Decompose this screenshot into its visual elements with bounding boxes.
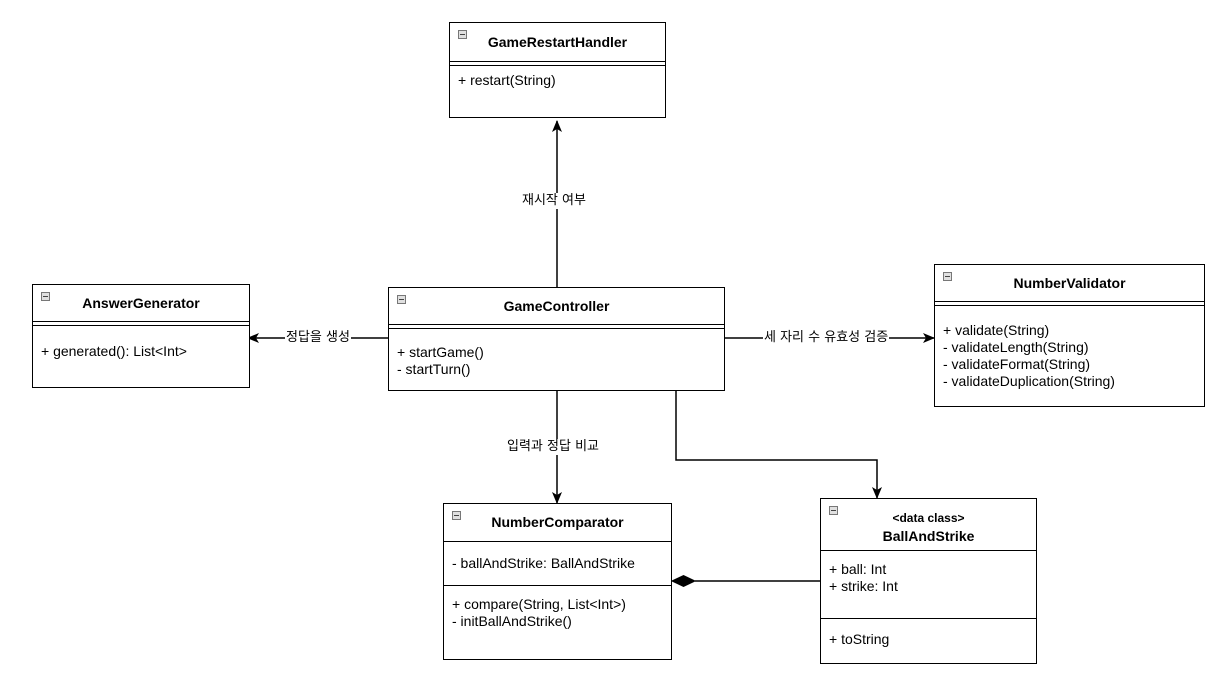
collapse-icon[interactable] — [452, 511, 461, 520]
methods-divider — [444, 585, 671, 586]
class-ball-and-strike[interactable]: <data class> BallAndStrike + ball: Int +… — [820, 498, 1037, 664]
edge-controller-to-ball-and-strike — [675, 391, 882, 499]
method-item: - validateLength(String) — [943, 339, 1089, 355]
method-item: - validateDuplication(String) — [943, 373, 1115, 389]
methods-section: + validate(String) - validateLength(Stri… — [935, 306, 1204, 390]
methods-section: + startGame() - startTurn() — [389, 329, 724, 378]
methods-section: + generated(): List<Int> — [33, 326, 249, 360]
edge-label-compare: 입력과 정답 비교 — [506, 439, 600, 455]
method-item: + compare(String, List<Int>) — [452, 596, 626, 612]
class-name: BallAndStrike — [882, 528, 975, 544]
field-item: + ball: Int — [829, 561, 887, 577]
method-item: - startTurn() — [397, 361, 471, 377]
fields-section: + ball: Int + strike: Int — [821, 551, 1036, 618]
methods-section: + restart(String) — [450, 66, 665, 89]
class-game-restart-handler[interactable]: GameRestartHandler + restart(String) — [449, 22, 666, 118]
methods-divider — [821, 618, 1036, 619]
method-item: - validateFormat(String) — [943, 356, 1091, 372]
collapse-icon[interactable] — [829, 506, 838, 515]
method-item: + toString — [829, 631, 890, 647]
method-item: + generated(): List<Int> — [41, 343, 187, 359]
field-item: + strike: Int — [829, 578, 898, 594]
class-name: GameRestartHandler — [487, 34, 628, 50]
collapse-icon[interactable] — [397, 295, 406, 304]
stereotype-label: <data class> — [892, 511, 965, 525]
field-item: - ballAndStrike: BallAndStrike — [452, 555, 635, 571]
methods-section: + toString — [821, 619, 1036, 648]
edge-label-restart: 재시작 여부 — [521, 193, 587, 209]
method-item: - initBallAndStrike() — [452, 613, 572, 629]
method-item: + validate(String) — [943, 322, 1050, 338]
class-name: NumberValidator — [1013, 275, 1126, 291]
methods-section: + compare(String, List<Int>) - initBallA… — [444, 586, 671, 630]
class-answer-generator[interactable]: AnswerGenerator + generated(): List<Int> — [32, 284, 250, 388]
edge-label-validator: 세 자리 수 유효성 검증 — [763, 330, 890, 346]
edge-label-answer: 정답을 생성 — [285, 330, 351, 346]
method-item: + startGame() — [397, 344, 484, 360]
fields-section: - ballAndStrike: BallAndStrike — [444, 542, 671, 585]
empty-attributes-divider — [450, 61, 665, 66]
class-game-controller[interactable]: GameController + startGame() - startTurn… — [388, 287, 725, 391]
empty-attributes-divider — [389, 324, 724, 329]
fields-divider — [821, 550, 1036, 551]
collapse-icon[interactable] — [41, 292, 50, 301]
collapse-icon[interactable] — [943, 272, 952, 281]
class-number-validator[interactable]: NumberValidator + validate(String) - val… — [934, 264, 1205, 407]
collapse-icon[interactable] — [458, 30, 467, 39]
class-number-comparator[interactable]: NumberComparator - ballAndStrike: BallAn… — [443, 503, 672, 660]
empty-attributes-divider — [33, 321, 249, 326]
class-name: NumberComparator — [491, 514, 624, 530]
composition-diamond — [670, 574, 697, 588]
class-name: GameController — [503, 298, 610, 314]
class-name: AnswerGenerator — [82, 295, 200, 311]
fields-divider — [444, 541, 671, 542]
method-item: + restart(String) — [458, 72, 556, 88]
empty-attributes-divider — [935, 301, 1204, 306]
